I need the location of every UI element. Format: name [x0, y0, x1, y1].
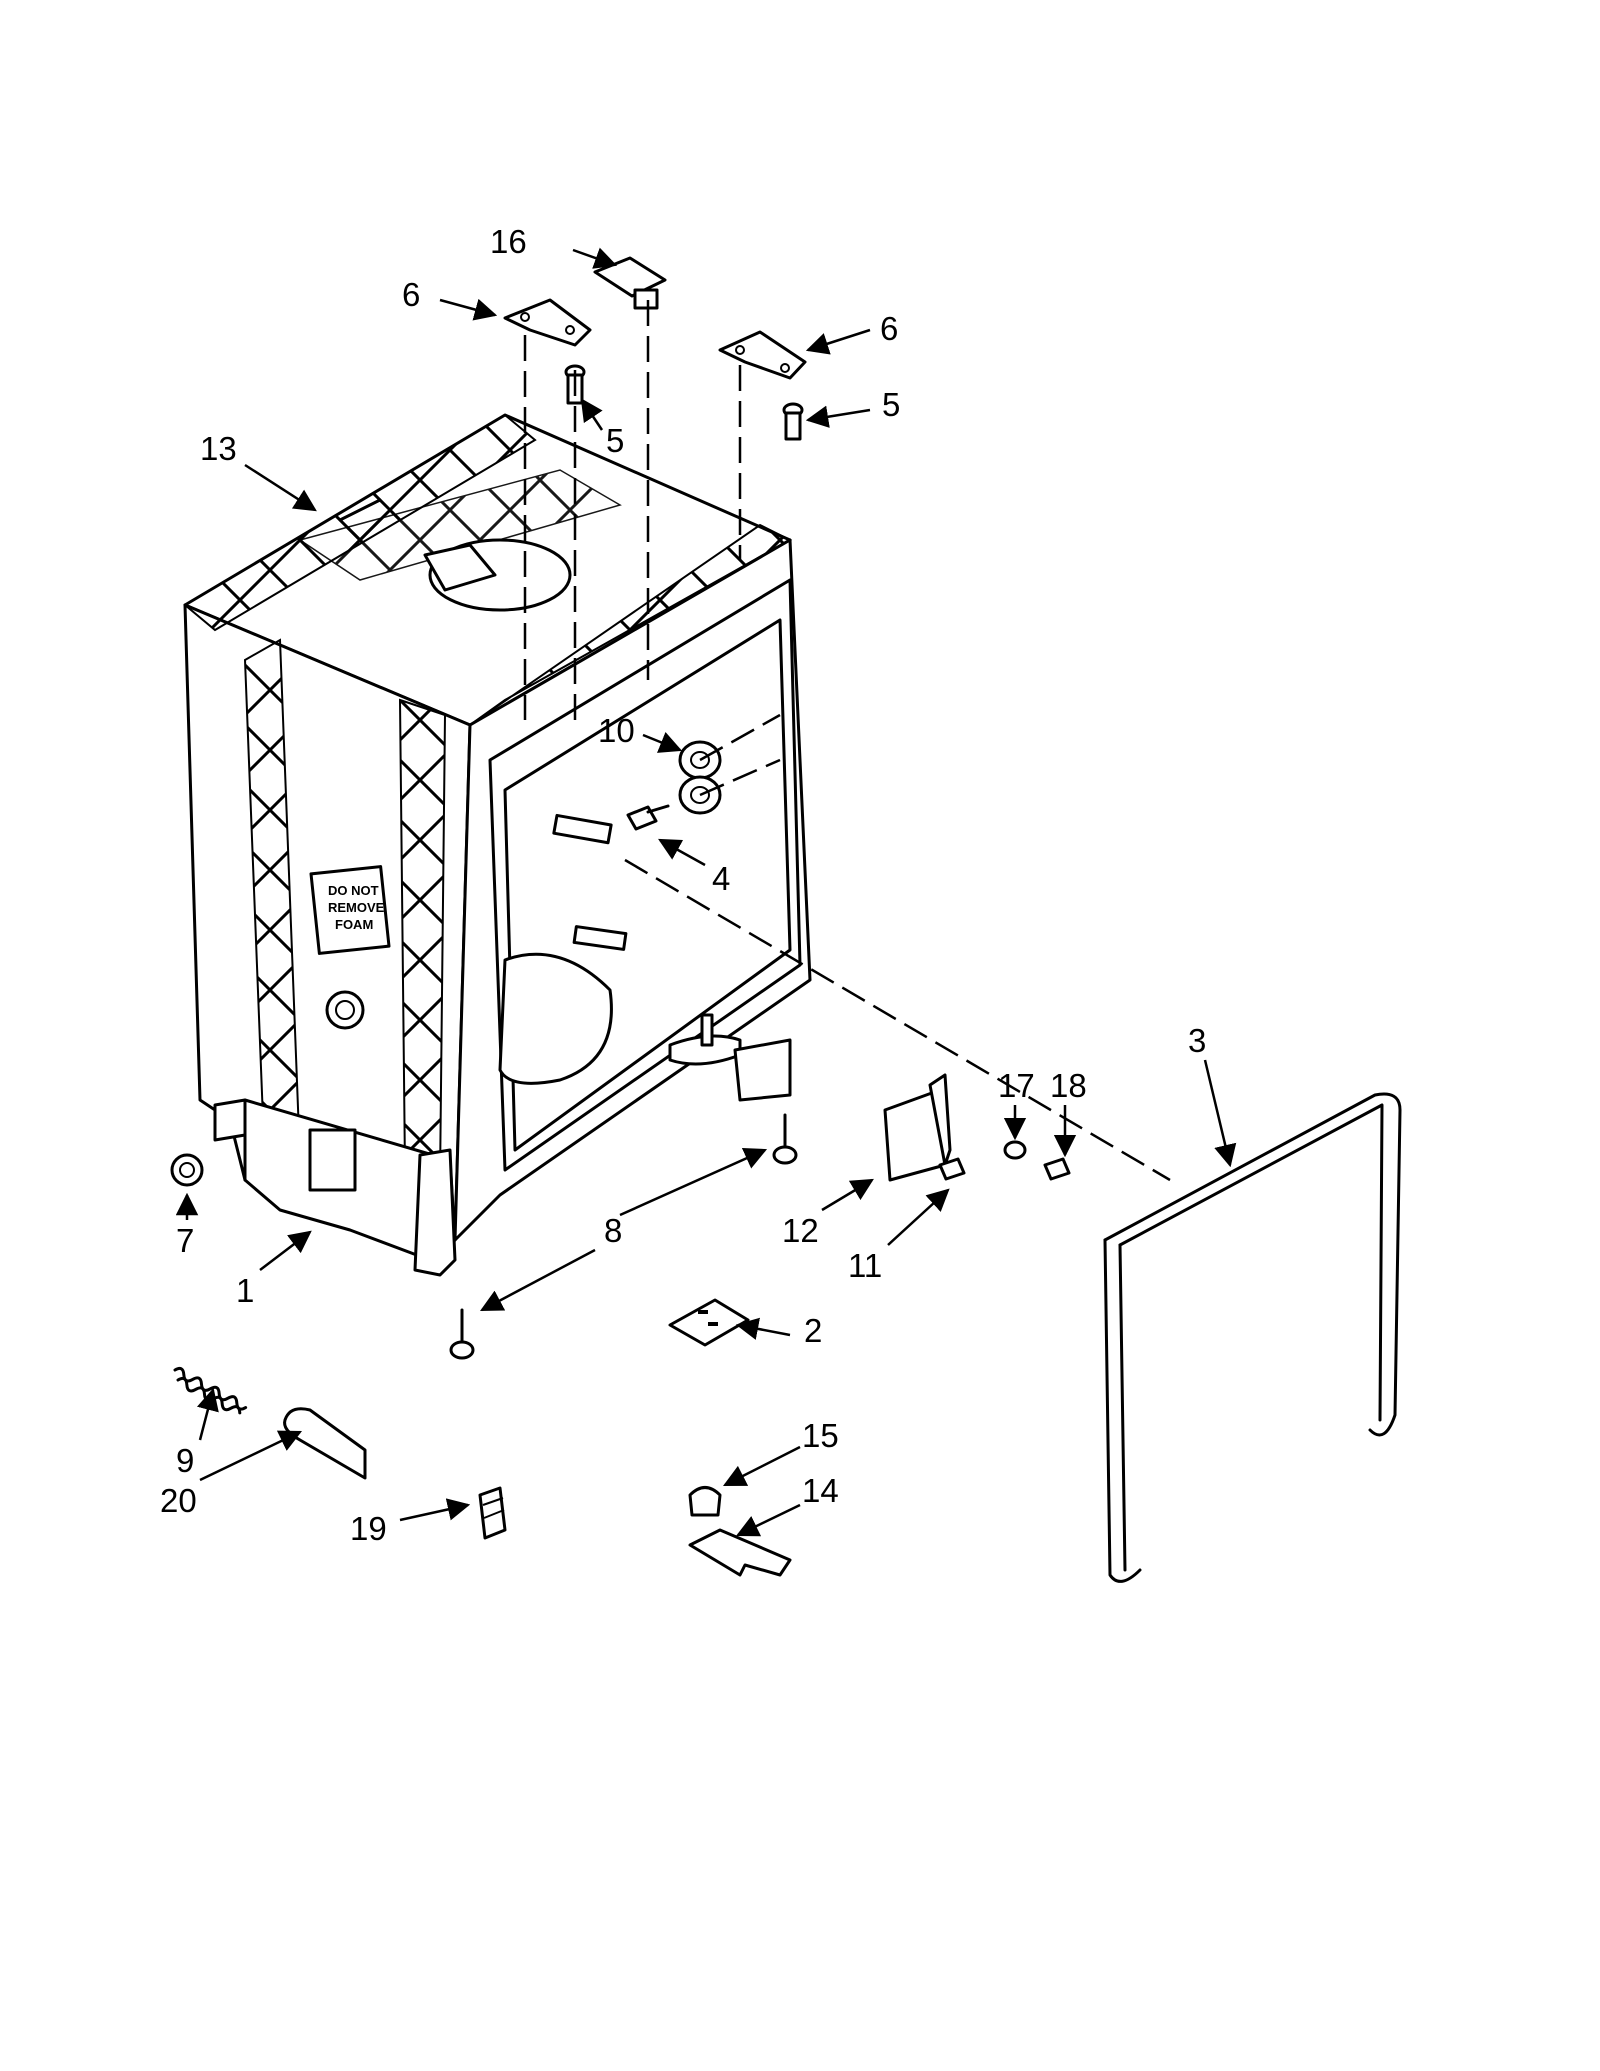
callout-19: 19	[350, 1510, 387, 1547]
tub-assembly: DO NOT REMOVE FOAM	[183, 413, 812, 1277]
part-6-bracket-right	[718, 330, 807, 380]
callout-9: 9	[176, 1442, 194, 1479]
part-10-clip-pair	[678, 713, 781, 815]
part-11-screw	[938, 1157, 966, 1181]
callout-13: 13	[200, 430, 237, 467]
part-7-clip	[170, 1153, 204, 1187]
callout-1: 1	[236, 1272, 254, 1309]
part-5-screw-right	[782, 402, 804, 441]
callout-18: 18	[1050, 1067, 1087, 1104]
part-9-spring	[173, 1366, 248, 1415]
callout-4: 4	[712, 860, 730, 897]
callout-10: 10	[598, 712, 635, 749]
callout-5-right: 5	[882, 386, 900, 423]
alignment-lines	[523, 300, 1171, 1182]
callout-labels: 16 6 6 5 5 13 10 4 7 1 8 9 20 19 2 15 14…	[160, 223, 1206, 1547]
part-8-leg-right	[772, 1113, 798, 1165]
part-14-bracket	[688, 1528, 792, 1577]
part-4-screw	[626, 804, 670, 831]
callout-6-right: 6	[880, 310, 898, 347]
part-8-leg-left	[449, 1308, 475, 1360]
callout-6-left: 6	[402, 276, 420, 313]
part-6-bracket-left	[503, 298, 592, 347]
warning-text-line2: REMOVE	[328, 900, 385, 915]
callout-8: 8	[604, 1212, 622, 1249]
warning-text-line1: DO NOT	[328, 883, 379, 898]
warning-text-line3: FOAM	[335, 917, 373, 932]
callout-17: 17	[998, 1067, 1035, 1104]
callout-7: 7	[176, 1222, 194, 1259]
callout-arrows	[175, 247, 1237, 1537]
callout-14: 14	[802, 1472, 839, 1509]
part-13-insulation-edge	[338, 498, 382, 522]
part-19-block	[478, 1486, 507, 1540]
callout-11: 11	[848, 1247, 882, 1284]
part-18-screw	[1043, 1157, 1071, 1181]
callout-15: 15	[802, 1417, 839, 1454]
part-16-clip	[593, 256, 667, 310]
part-17-washer	[1003, 1140, 1027, 1160]
callout-5-left: 5	[606, 422, 624, 459]
part-20-pad	[283, 1407, 367, 1480]
callout-12: 12	[782, 1212, 819, 1249]
part-2-label-plate	[668, 1298, 750, 1347]
callout-16: 16	[490, 223, 527, 260]
callout-2: 2	[804, 1312, 822, 1349]
part-15-switch	[688, 1486, 722, 1517]
callout-20: 20	[160, 1482, 197, 1519]
part-3-door-gasket	[1103, 1092, 1402, 1583]
callout-3: 3	[1188, 1022, 1206, 1059]
